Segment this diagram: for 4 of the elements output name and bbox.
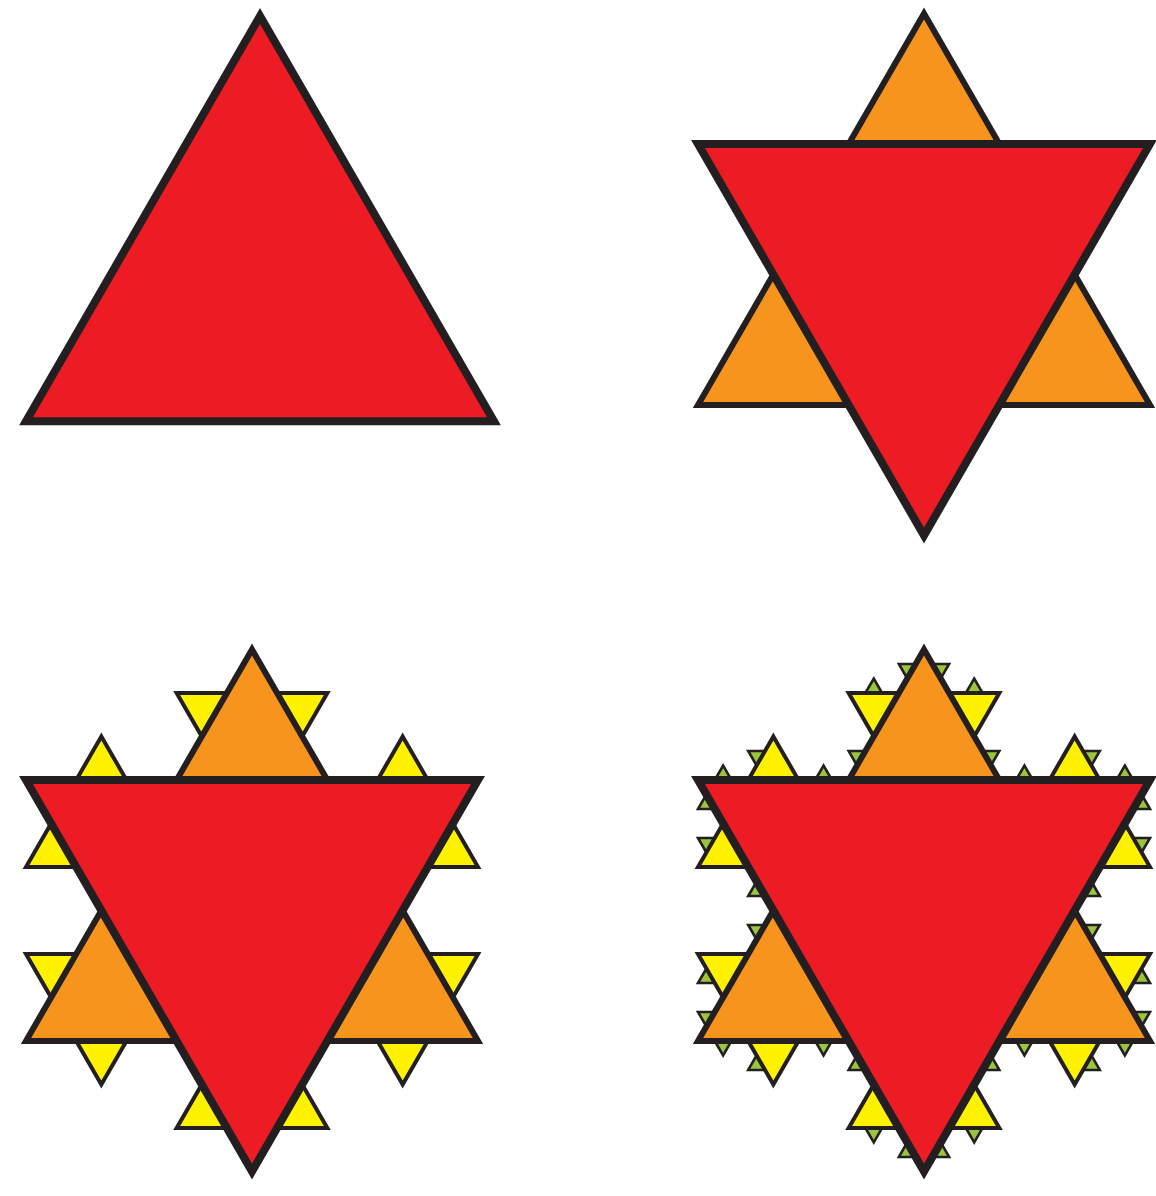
star-drawing: [691, 7, 1156, 544]
koch-snowflake-drawing: [19, 643, 485, 1180]
koch-snowflake-drawing: [691, 643, 1156, 1180]
triangle-drawing: [19, 8, 501, 426]
